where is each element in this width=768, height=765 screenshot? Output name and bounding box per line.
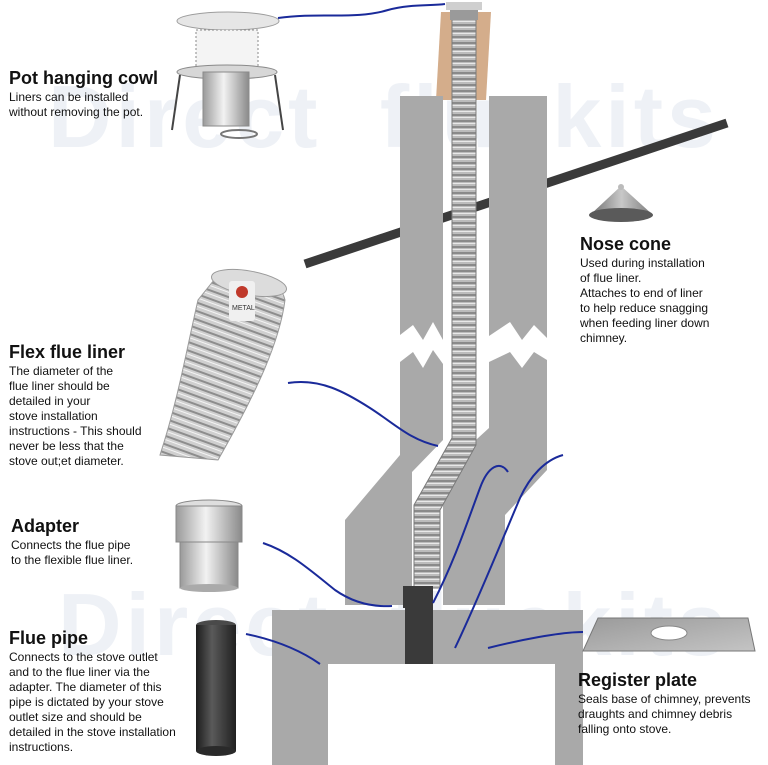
label-description: Connects the flue pipe to the flexible f… [11,538,171,568]
label-line: never be less that the [9,439,124,453]
label-description: Seals base of chimney, prevents draughts… [578,692,764,737]
callout-line-chimney-1 [432,464,509,604]
label-line: Connects to the stove outlet [9,650,158,664]
label-line: Attaches to end of liner [580,286,703,300]
label-line: Liners can be installed [9,90,129,104]
callout-line-register-plate [487,631,584,649]
label-line: stove installation [9,409,98,423]
label-title: Flex flue liner [9,342,126,362]
label-line: adapter. The diameter of this [9,680,162,694]
flue-pipe-in-chimney [405,605,433,664]
label-title: Pot hanging cowl [9,68,158,88]
liner-badge-text: METAL [232,305,255,312]
label-line: falling onto stove. [578,722,672,736]
label-description: Used during installation of flue liner. … [580,256,760,346]
label-description: Connects to the stove outlet and to the … [9,650,194,755]
callout-line-cowl [277,3,446,19]
fireplace-opening [328,664,555,765]
callout-line-flex-liner [287,381,439,447]
label-adapter: Adapter Connects the flue pipe to the fl… [11,516,171,568]
callout-line-adapter [262,542,393,608]
label-line: The diameter of the [9,364,114,378]
label-title: Adapter [11,516,80,536]
label-line: to help reduce snagging [580,301,709,315]
label-title: Nose cone [580,234,672,254]
label-line: draughts and chimney debris [578,707,733,721]
adapter-in-chimney [403,586,433,608]
label-title: Register plate [578,670,698,690]
top-cowl [446,2,482,20]
label-title: Flue pipe [9,628,89,648]
flue-pipe-image [196,620,236,756]
register-plate-image [582,617,756,652]
callout-line-chimney-2 [454,454,564,649]
label-line: outlet size and should be [9,710,142,724]
label-flue-pipe: Flue pipe Connects to the stove outlet a… [9,628,194,755]
label-line: detailed in your [9,394,91,408]
label-line: chimney. [580,331,628,345]
callout-line-flue-pipe [245,633,321,665]
chimney-wall-left-lower [345,350,443,605]
label-pot-hanging-cowl: Pot hanging cowl Liners can be installed… [9,68,179,120]
chimney-wall-left-upper [400,96,443,340]
label-line: instructions. [9,740,74,754]
label-line: Used during installation [580,256,705,270]
label-line: Seals base of chimney, prevents [578,692,751,706]
label-line: of flue liner. [580,271,642,285]
label-line: and to the flue liner via the [9,665,150,679]
label-line: without removing the pot. [9,105,144,119]
label-line: pipe is dictated by your stove [9,695,164,709]
label-register-plate: Register plate Seals base of chimney, pr… [578,670,764,737]
label-description: The diameter of the flue liner should be… [9,364,169,469]
adapter-image [175,499,243,592]
label-line: to the flexible flue liner. [11,553,134,567]
label-line: flue liner should be [9,379,110,393]
chimney-wall-right-lower [443,352,547,605]
label-line: when feeding liner down [580,316,710,330]
flex-flue-liner-image: METAL [159,268,287,461]
chimney-breast [272,610,583,765]
label-flex-flue-liner: Flex flue liner The diameter of the flue… [9,342,169,469]
label-line: detailed in the stove installation [9,725,176,739]
label-line: stove out;et diameter. [9,454,124,468]
pot-hanging-cowl-image [171,11,284,139]
label-description: Liners can be installed without removing… [9,90,179,120]
label-line: Connects the flue pipe [11,538,131,552]
nose-cone-image [589,184,653,222]
chimney-wall-right-upper [489,96,547,340]
label-nose-cone: Nose cone Used during installation of fl… [580,234,760,346]
label-line: instructions - This should [9,424,142,438]
